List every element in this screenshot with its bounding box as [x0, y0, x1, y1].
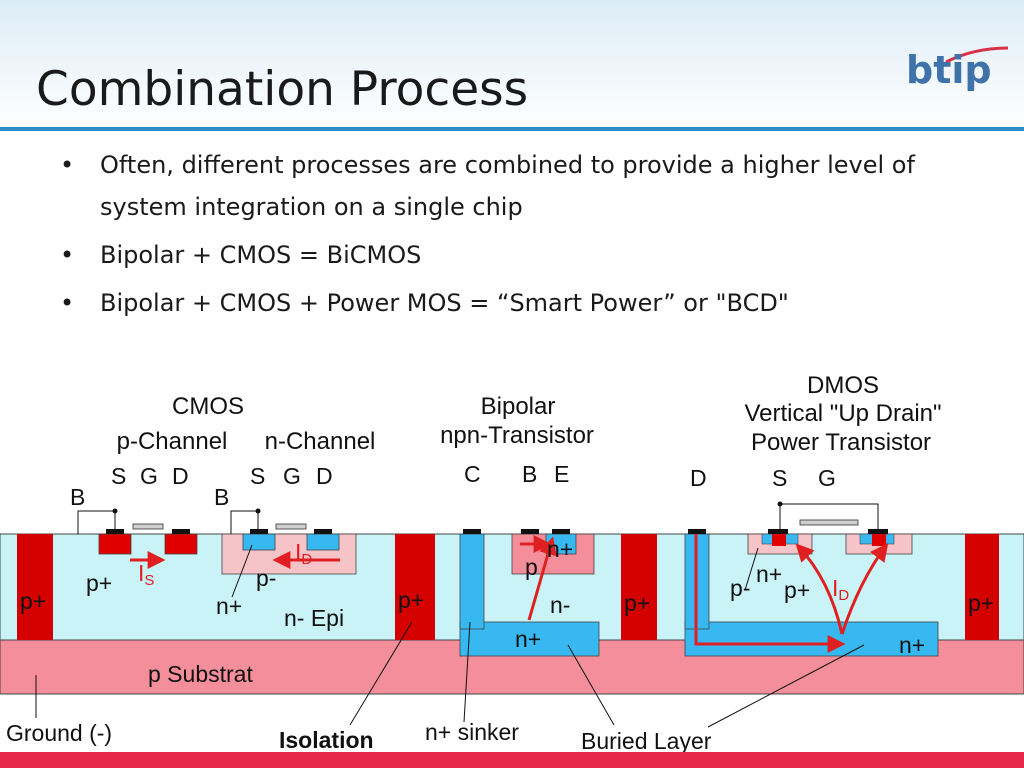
up-drain-heading: Vertical "Up Drain" — [744, 400, 941, 427]
terminal-d: D — [316, 463, 333, 489]
isolation-p-plus — [965, 534, 999, 640]
header-divider — [0, 127, 1024, 131]
terminal-c: C — [464, 461, 481, 487]
dmos-n-plus-label: n+ — [756, 561, 782, 587]
body-contact-wires — [77, 503, 879, 534]
smart-power-cross-section: CMOS p-Channel n-Channel Bipolar npn-Tra… — [0, 372, 1024, 754]
slide-header — [0, 0, 1024, 128]
terminal-g: G — [818, 465, 836, 491]
wire-junctions — [112, 501, 783, 514]
terminal-b: B — [214, 484, 229, 510]
dmos-p-plus-label: p+ — [784, 577, 810, 603]
bullet-text: Often, different processes are combined … — [100, 151, 915, 221]
current-flow-arrows — [130, 534, 889, 653]
pmos-source-p-plus — [98, 533, 132, 555]
callout-lines — [35, 544, 865, 728]
bipolar-p-label: p — [525, 554, 538, 580]
isolation-p-plus-label: p+ — [968, 590, 994, 616]
bullet-text: Bipolar + CMOS + Power MOS = “Smart Powe… — [100, 289, 789, 317]
npn-heading: npn-Transistor — [440, 422, 594, 449]
logo-swoosh-icon — [945, 46, 1009, 64]
isolation-p-plus — [17, 534, 53, 640]
nmos-source-n-plus — [242, 533, 276, 551]
current-subscript: D — [838, 587, 849, 604]
sinker-callout: n+ sinker — [425, 719, 519, 745]
isolation-p-plus-label: p+ — [20, 588, 46, 614]
p-minus-label: p- — [256, 565, 276, 591]
dmos-p-plus — [872, 534, 886, 546]
current-id-label: ID — [295, 539, 312, 568]
dmos-heading: DMOS — [807, 372, 879, 399]
terminal-b: B — [522, 461, 537, 487]
footer-bar — [0, 752, 1024, 768]
dmos-n-plus-buried-label: n+ — [899, 632, 925, 658]
isolation-p-plus-label: p+ — [624, 590, 650, 616]
current-symbol: I — [295, 539, 301, 565]
terminal-s: S — [772, 465, 787, 491]
substrate-label: p Substrat — [148, 661, 253, 687]
bipolar-n-plus-buried-label: n+ — [515, 626, 541, 652]
nmos-drain-n-plus — [306, 533, 340, 551]
bipolar-n-minus-label: n- — [550, 592, 570, 618]
current-subscript: D — [301, 551, 312, 568]
terminal-d: D — [690, 465, 707, 491]
bullet-dot-icon: • — [60, 241, 75, 269]
current-symbol: I — [832, 575, 838, 601]
current-symbol: I — [138, 560, 144, 586]
bipolar-heading: Bipolar — [481, 393, 556, 420]
isolation-p-plus — [395, 534, 435, 640]
terminal-g: G — [140, 463, 158, 489]
n-epi-label: n- Epi — [284, 605, 344, 631]
gate-electrodes — [132, 519, 859, 530]
terminal-s: S — [250, 463, 265, 489]
terminal-g: G — [283, 463, 301, 489]
dmos-p-plus — [772, 534, 786, 546]
bullet-dot-icon: • — [60, 289, 75, 317]
bullet-list: • Often, different processes are combined… — [60, 144, 960, 330]
buried-layer-callout: Buried Layer — [581, 728, 712, 754]
terminal-b: B — [70, 484, 85, 510]
n-plus-sinker — [459, 533, 485, 630]
isolation-p-plus-label: p+ — [398, 587, 424, 613]
current-is-label: IS — [138, 560, 154, 589]
n-plus-label: n+ — [216, 593, 242, 619]
slide-title: Combination Process — [36, 62, 529, 117]
logo-text: btip — [906, 48, 992, 92]
bullet-text: Bipolar + CMOS = BiCMOS — [100, 241, 422, 269]
current-subscript: S — [144, 572, 154, 589]
isolation-p-plus — [621, 534, 657, 640]
dmos-buried-layer — [684, 621, 939, 657]
dmos-p-minus-label: p- — [730, 575, 750, 601]
bullet-dot-icon: • — [60, 151, 75, 179]
terminal-e: E — [554, 461, 569, 487]
cmos-heading: CMOS — [172, 393, 244, 420]
bullet-item: • Bipolar + CMOS = BiCMOS — [60, 234, 960, 276]
isolation-callout: Isolation — [279, 727, 374, 753]
bullet-item: • Bipolar + CMOS + Power MOS = “Smart Pow… — [60, 282, 960, 324]
terminal-s: S — [111, 463, 126, 489]
metal-contacts — [106, 529, 888, 534]
p-channel-heading: p-Channel — [117, 428, 228, 455]
bipolar-n-plus-label: n+ — [547, 536, 573, 562]
terminal-d: D — [172, 463, 189, 489]
pmos-drain-p-plus — [164, 533, 198, 555]
n-channel-heading: n-Channel — [265, 428, 376, 455]
dmos-current-id-label: ID — [832, 575, 849, 604]
power-transistor-heading: Power Transistor — [751, 429, 931, 456]
ground-callout: Ground (-) — [6, 720, 112, 746]
p-plus-label: p+ — [86, 570, 112, 596]
btip-logo: btip — [906, 46, 1009, 108]
bullet-item: • Often, different processes are combined… — [60, 144, 960, 228]
